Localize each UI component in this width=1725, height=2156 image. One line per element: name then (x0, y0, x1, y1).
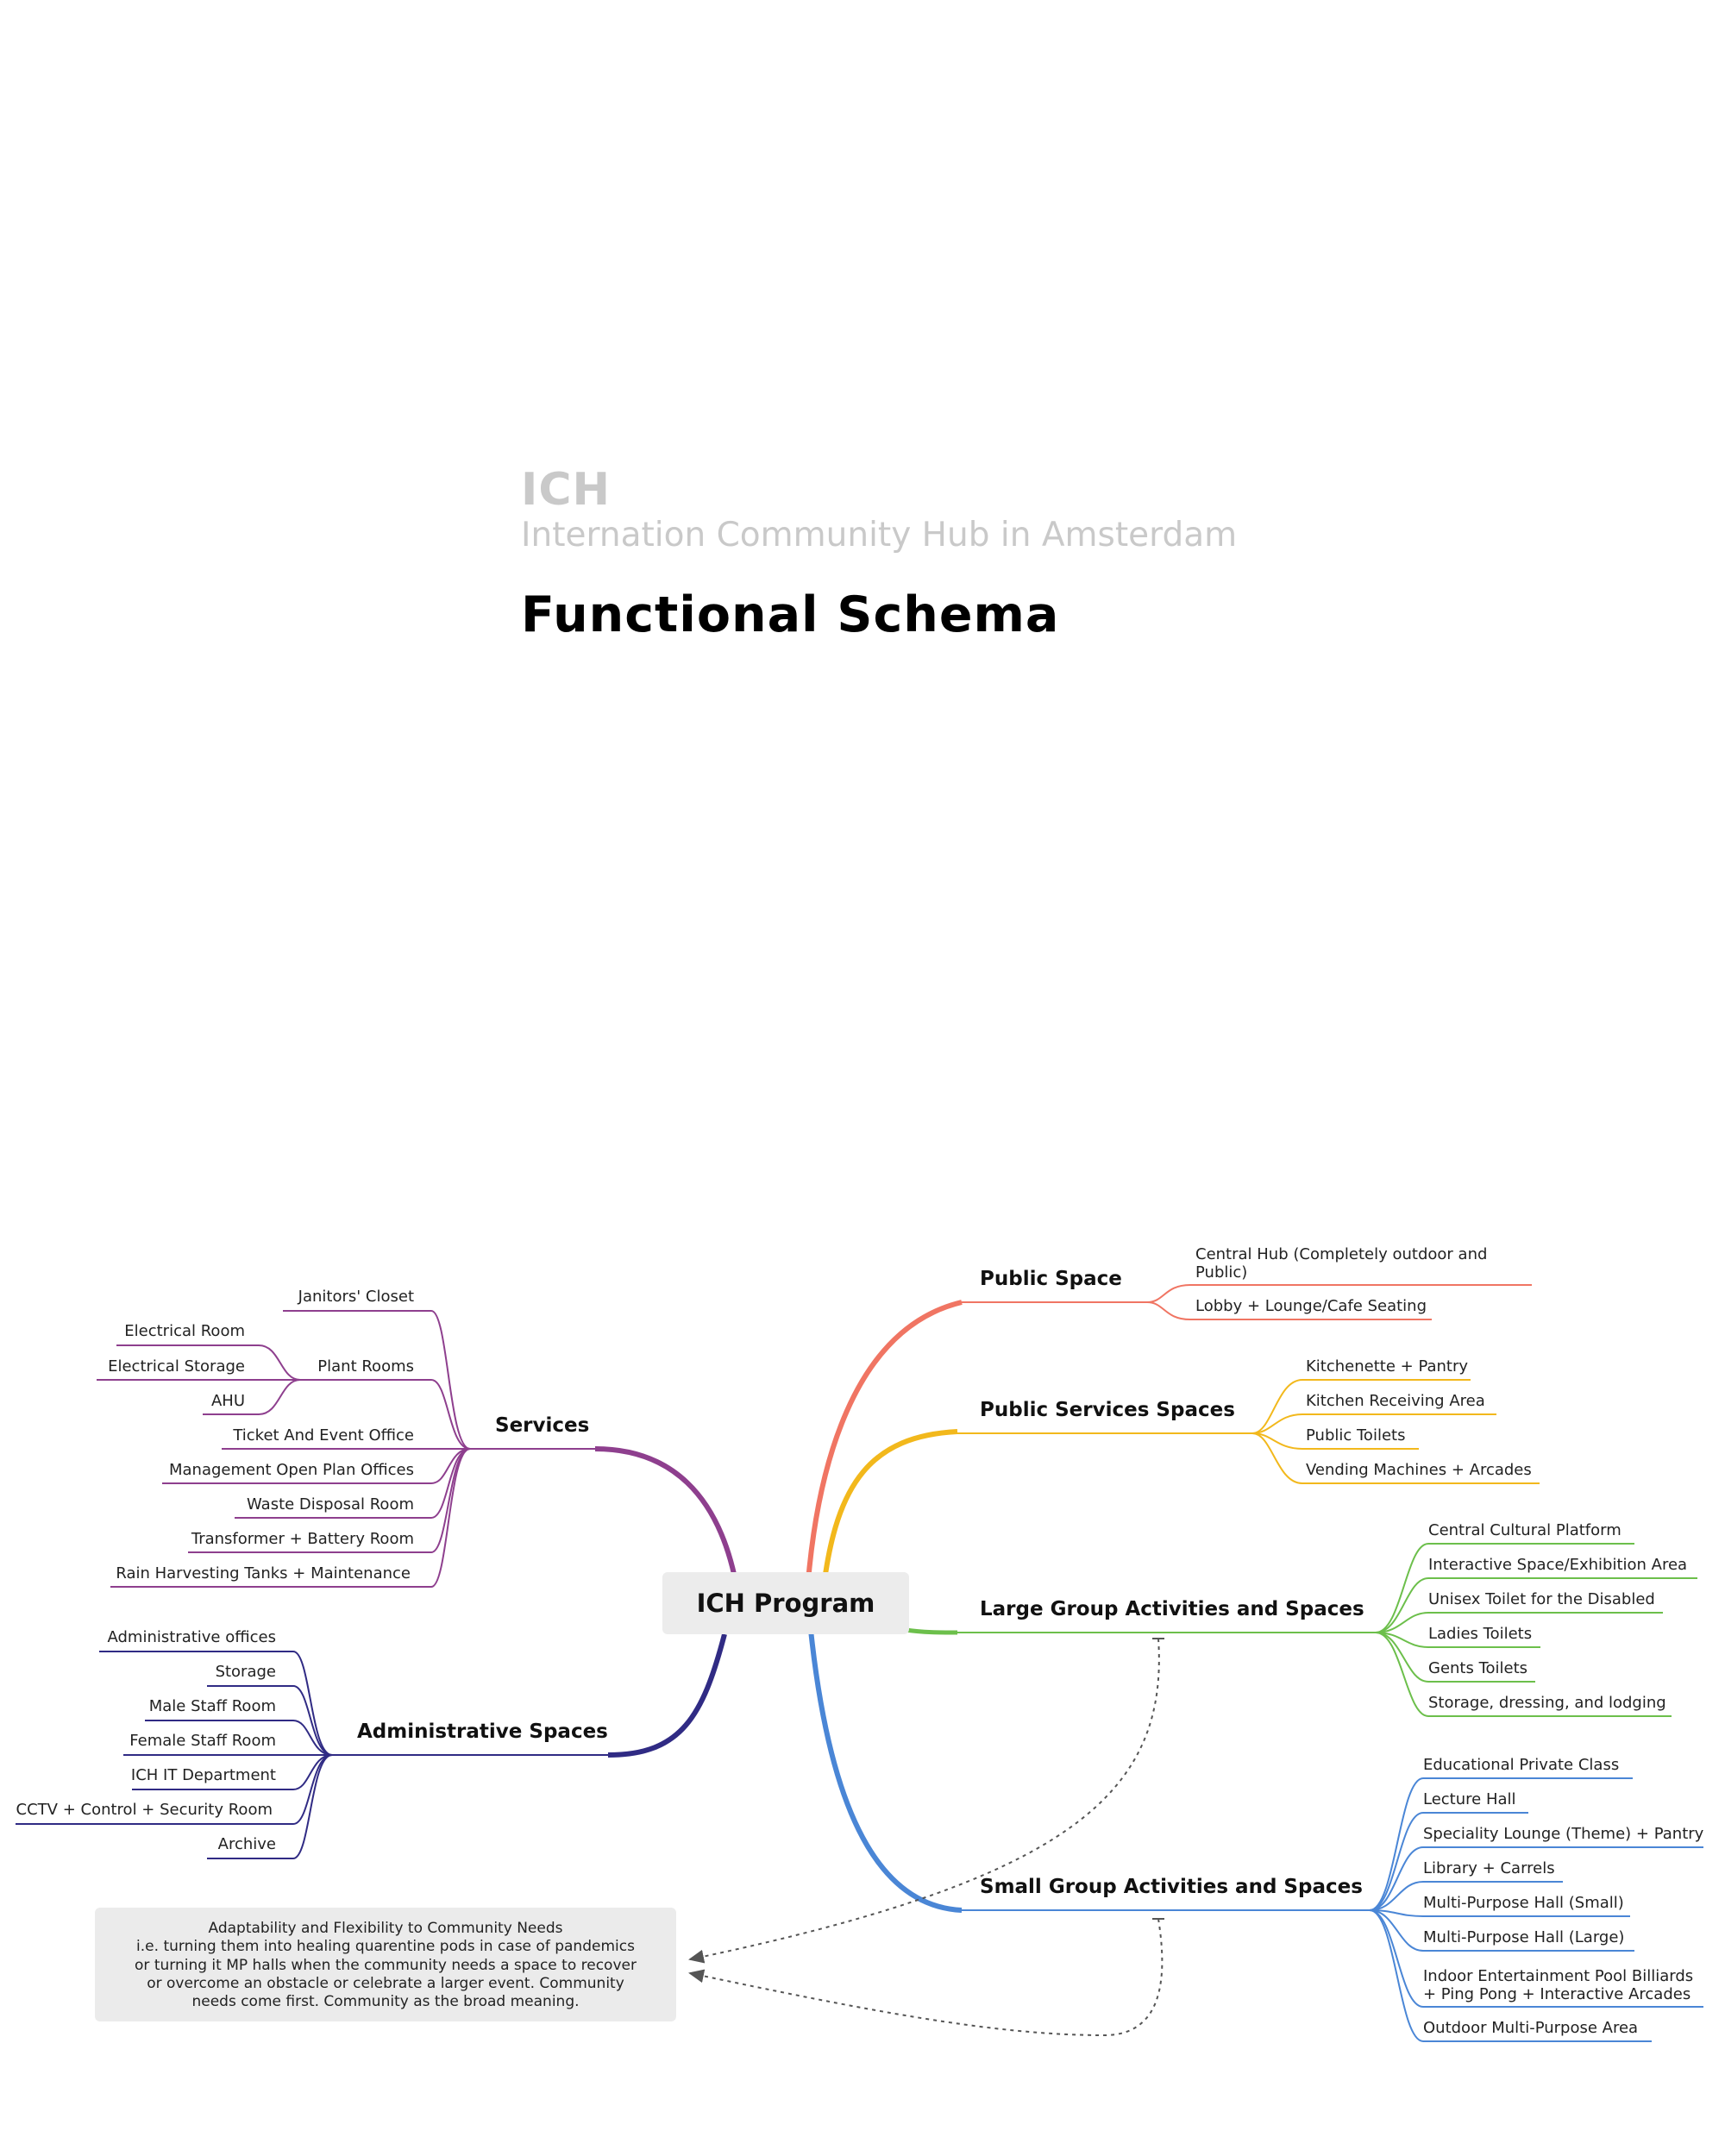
trunk-public-space (804, 1300, 963, 1605)
leaf-indoor-entertainment-cont: + Ping Pong + Interactive Arcades (1423, 1985, 1690, 2003)
leaf-lecture-hall: Lecture Hall (1423, 1790, 1516, 1808)
root-label: ICH Program (697, 1589, 875, 1618)
relation-arrows (688, 1638, 1164, 2037)
leaf-gents-toilets: Gents Toilets (1428, 1659, 1527, 1677)
leaf-management-offices: Management Open Plan Offices (169, 1461, 414, 1479)
leaf-admin-offices: Administrative offices (107, 1628, 276, 1646)
leaf-ladies-toilets: Ladies Toilets (1428, 1625, 1532, 1643)
leaf-vending: Vending Machines + Arcades (1306, 1461, 1532, 1479)
branch-small-group (957, 1777, 1703, 2042)
leaf-plant-rooms: Plant Rooms (317, 1357, 414, 1376)
leaf-it-department: ICH IT Department (131, 1766, 276, 1784)
leaf-waste-disposal: Waste Disposal Room (247, 1495, 414, 1514)
leaf-library: Library + Carrels (1423, 1859, 1555, 1877)
leaf-electrical-room: Electrical Room (124, 1322, 245, 1340)
leaf-ahu: AHU (211, 1392, 245, 1410)
leaf-speciality-lounge: Speciality Lounge (Theme) + Pantry (1423, 1825, 1704, 1843)
note-line-3: or turning it MP halls when the communit… (135, 1957, 637, 1974)
leaf-ticket-office: Ticket And Event Office (232, 1426, 414, 1445)
header-abbreviation: ICH (521, 464, 612, 516)
leaf-storage: Storage (216, 1663, 276, 1681)
relation-small-group-to-note (688, 1918, 1164, 2037)
branch-label-small-group: Small Group Activities and Spaces (980, 1876, 1363, 1898)
leaf-public-toilets: Public Toilets (1306, 1426, 1405, 1445)
leaf-interactive-space: Interactive Space/Exhibition Area (1428, 1556, 1687, 1574)
note-line-4: or overcome an obstacle or celebrate a l… (147, 1975, 624, 1992)
leaf-mp-hall-small: Multi-Purpose Hall (Small) (1423, 1894, 1624, 1912)
leaf-kitchen-receiving: Kitchen Receiving Area (1306, 1392, 1485, 1410)
branch-public-space (957, 1284, 1532, 1320)
note-box: Adaptability and Flexibility to Communit… (95, 1908, 676, 2021)
leaf-transformer: Transformer + Battery Room (191, 1530, 414, 1548)
branch-public-services (957, 1379, 1540, 1484)
trunks (594, 1300, 963, 1913)
leaf-cctv-room: CCTV + Control + Security Room (16, 1801, 273, 1819)
leaf-male-staff-room: Male Staff Room (149, 1697, 276, 1715)
page-title: Functional Schema (521, 586, 1060, 643)
note-line-2: i.e. turning them into healing quarentin… (136, 1938, 635, 1955)
branch-services (97, 1310, 595, 1588)
trunk-public-services (821, 1429, 958, 1588)
leaf-indoor-entertainment: Indoor Entertainment Pool Billiards (1423, 1967, 1693, 1985)
leaf-outdoor-mp-area: Outdoor Multi-Purpose Area (1423, 2019, 1638, 2037)
root-node: ICH Program (662, 1572, 909, 1634)
leaf-central-cultural: Central Cultural Platform (1428, 1521, 1622, 1539)
header-subtitle: Internation Community Hub in Amsterdam (521, 516, 1238, 555)
trunk-small-group (808, 1629, 963, 1913)
leaf-central-hub-cont: Public) (1195, 1263, 1247, 1282)
branch-label-services: Services (495, 1414, 589, 1437)
leaf-unisex-toilet: Unisex Toilet for the Disabled (1428, 1590, 1655, 1608)
leaf-central-hub: Central Hub (Completely outdoor and (1195, 1245, 1487, 1263)
note-line-5: needs come first. Community as the broad… (191, 1993, 579, 2010)
leaf-storage-dressing: Storage, dressing, and lodging (1428, 1694, 1666, 1712)
branch-large-group (957, 1543, 1697, 1717)
leaf-electrical-storage: Electrical Storage (108, 1357, 245, 1376)
leaf-female-staff-room: Female Staff Room (129, 1732, 276, 1750)
branch-administrative (16, 1651, 608, 1859)
branch-label-administrative: Administrative Spaces (357, 1720, 608, 1743)
trunk-services (594, 1446, 740, 1592)
trunk-administrative (607, 1633, 727, 1758)
leaf-rain-harvesting: Rain Harvesting Tanks + Maintenance (116, 1564, 411, 1583)
leaf-janitors-closet: Janitors' Closet (298, 1288, 414, 1306)
branch-label-public-services: Public Services Spaces (980, 1399, 1235, 1421)
relation-endpoints (1152, 1638, 1164, 1920)
leaf-educational-class: Educational Private Class (1423, 1756, 1619, 1774)
note-line-1: Adaptability and Flexibility to Communit… (209, 1920, 563, 1937)
branch-label-public-space: Public Space (980, 1268, 1122, 1290)
leaf-kitchenette: Kitchenette + Pantry (1306, 1357, 1468, 1376)
trunk-large-group (905, 1627, 958, 1635)
leaf-archive: Archive (218, 1835, 276, 1853)
relation-large-group-to-note (688, 1638, 1160, 1964)
leaf-lobby: Lobby + Lounge/Cafe Seating (1195, 1297, 1427, 1315)
leaf-mp-hall-large: Multi-Purpose Hall (Large) (1423, 1928, 1624, 1946)
branch-label-large-group: Large Group Activities and Spaces (980, 1598, 1364, 1620)
